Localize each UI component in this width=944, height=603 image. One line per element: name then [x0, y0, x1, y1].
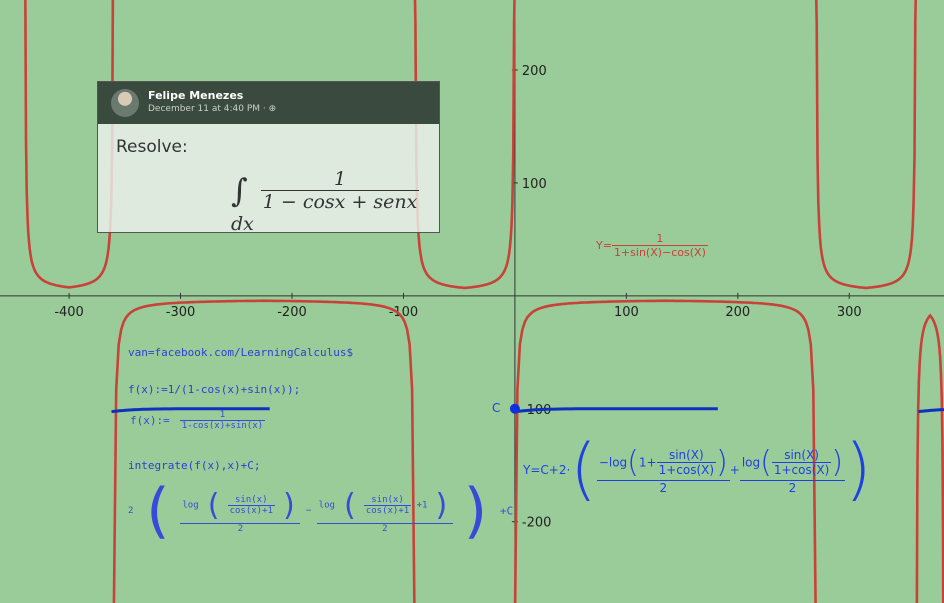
- minus-sign: −: [305, 506, 312, 516]
- red-curve-branch: [413, 0, 516, 290]
- x-tick-label: -100: [389, 305, 419, 320]
- blue-sinx-2: sin(X): [771, 448, 832, 463]
- blue-onecos-1: 1+cos(X): [658, 463, 715, 477]
- blue-curve-segment: [514, 407, 718, 414]
- plus-one: +1: [416, 500, 428, 511]
- cas-definition[interactable]: f(x):=1/(1-cos(x)+sin(x));: [128, 383, 301, 396]
- cos-2: cos(x)+1: [365, 506, 410, 516]
- sin-2: sin(x): [363, 495, 412, 506]
- plus-c: +C: [499, 504, 514, 518]
- blue-plus: +: [729, 463, 740, 477]
- den-two-2: 2: [382, 524, 388, 534]
- blue-curve-segment: [111, 407, 270, 414]
- red-curve-branch: [24, 0, 115, 289]
- integral-sign: ∫: [231, 171, 248, 210]
- integral-denominator: 1 − cosx + senx: [262, 191, 418, 213]
- x-tick-label: 200: [725, 305, 750, 320]
- y-tick-label: 200: [522, 64, 547, 79]
- post-date[interactable]: December 11 at 4:40 PM · ⊕: [148, 104, 277, 114]
- red-eq-den: 1+sin(X)−cos(X): [613, 246, 706, 259]
- blue-one-plus: 1+: [638, 455, 657, 470]
- red-eq-num: 1: [611, 232, 708, 246]
- point-c-label[interactable]: C: [492, 401, 501, 415]
- avatar[interactable]: [111, 89, 139, 117]
- cas-integrate[interactable]: integrate(f(x),x)+C;: [128, 459, 261, 472]
- cas-result-integral: 2 ( log ( sin(x)cos(x)+1 ) 2 − log ( sin…: [128, 476, 514, 546]
- author-name[interactable]: Felipe Menezes: [148, 89, 244, 102]
- cas-result-den: 1-cos(x)+sin(x): [181, 421, 264, 431]
- blue-curve-equation[interactable]: Y=C+2·( −log(1+sin(X)1+cos(X)) 2 + log(s…: [523, 430, 872, 509]
- den-two-1: 2: [237, 524, 244, 534]
- red-curve-branch: [112, 299, 416, 603]
- blue-curve: [111, 403, 944, 414]
- facebook-post-card: Felipe Menezes December 11 at 4:40 PM · …: [97, 81, 440, 235]
- red-curve: [24, 0, 944, 603]
- log-2: log: [318, 500, 335, 511]
- x-tick-label: -300: [166, 305, 196, 320]
- blue-two-1: 2: [659, 481, 668, 495]
- sin-1: sin(x): [227, 495, 275, 506]
- red-curve-branch: [915, 313, 944, 603]
- blue-curve-segment: [918, 408, 944, 414]
- log-1: log: [182, 500, 199, 511]
- red-curve-equation[interactable]: Y= 1 1+sin(X)−cos(X): [596, 232, 708, 259]
- blue-two-2: 2: [788, 481, 797, 495]
- red-curve-branch: [814, 0, 917, 290]
- coef-two: 2: [128, 506, 134, 516]
- cas-result-lhs: f(x):=: [130, 414, 170, 427]
- integral-numerator: 1: [260, 168, 420, 191]
- x-tick-label: -400: [54, 305, 84, 320]
- blue-eq-lhs: Y=C+2·: [523, 463, 571, 477]
- blue-sinx-1: sin(X): [656, 448, 717, 463]
- x-tick-label: -200: [277, 305, 307, 320]
- red-curve-branch: [513, 299, 817, 603]
- post-header: Felipe Menezes December 11 at 4:40 PM · …: [98, 82, 439, 124]
- x-tick-label: 300: [837, 305, 862, 320]
- resolve-label: Resolve:: [116, 137, 188, 157]
- point-c: [509, 403, 520, 414]
- blue-neglog: −log: [598, 455, 628, 470]
- cos-1: cos(x)+1: [229, 506, 273, 516]
- dx: dx: [231, 213, 254, 235]
- cas-url[interactable]: van=facebook.com/LearningCalculus$: [128, 346, 354, 359]
- cas-result-num: 1: [179, 410, 266, 421]
- blue-onecos-2: 1+cos(X): [773, 463, 830, 477]
- y-tick-label: -200: [522, 516, 552, 531]
- y-tick-label: 100: [522, 177, 547, 192]
- x-tick-label: 100: [614, 305, 639, 320]
- blue-log: log: [741, 455, 761, 470]
- cas-result-f: f(x):= 1 1-cos(x)+sin(x): [130, 410, 266, 431]
- integral-formula: ∫ 1 1 − cosx + senx dx: [231, 168, 439, 235]
